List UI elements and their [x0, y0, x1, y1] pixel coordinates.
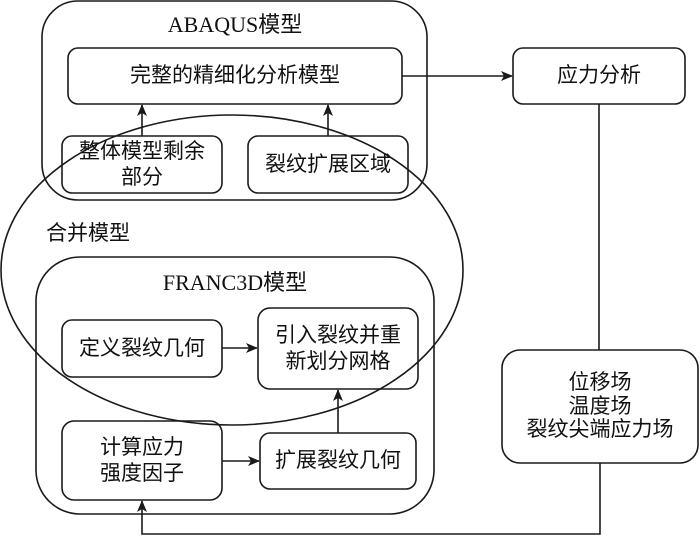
define-crack-label: 定义裂纹几何: [79, 335, 205, 360]
abaqus-group-title: ABAQUS模型: [167, 11, 303, 37]
extend-crack-label: 扩展裂纹几何: [275, 448, 401, 473]
compute-sif-label: 计算应力 强度因子: [100, 434, 184, 485]
fields-label: 位移场 温度场 裂纹尖端应力场: [526, 370, 674, 442]
merge-model-ellipse: [0, 114, 464, 426]
remaining-part-label: 整体模型剩余 部分: [79, 138, 205, 189]
merge-model-label: 合并模型: [46, 221, 130, 246]
franc3d-group-title: FRANC3D模型: [162, 269, 308, 295]
arrow-fields-to-sif: [137, 463, 601, 535]
insert-remesh-label: 引入裂纹并重 新划分网格: [275, 322, 401, 373]
crack-region-label: 裂纹扩展区域: [265, 151, 391, 176]
stress-analysis-label: 应力分析: [557, 63, 641, 88]
full-model-label: 完整的精细化分析模型: [130, 63, 340, 88]
franc3d-group-box: [35, 256, 435, 515]
abaqus-group-box: [41, 0, 428, 201]
